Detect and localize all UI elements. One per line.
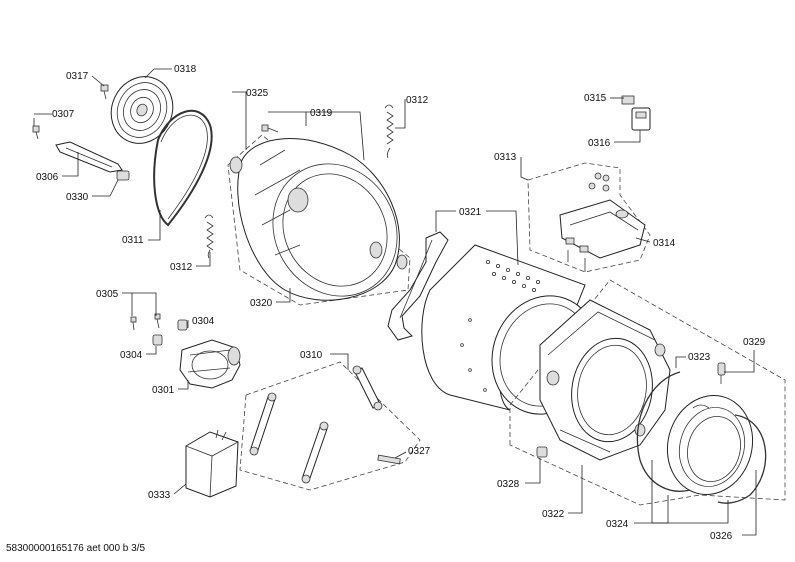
label-0316: 0316 bbox=[588, 138, 611, 149]
screw-part[interactable] bbox=[130, 313, 161, 331]
label-0304a: 0304 bbox=[192, 316, 215, 327]
label-0306: 0306 bbox=[36, 172, 59, 183]
label-0322: 0322 bbox=[542, 509, 565, 520]
label-0314: 0314 bbox=[653, 238, 676, 249]
label-0328: 0328 bbox=[497, 479, 520, 490]
sensor-part[interactable] bbox=[621, 95, 651, 136]
document-id-footer: 58300000165176 aet 000 b 3/5 bbox=[6, 543, 146, 554]
leader-lines bbox=[33, 68, 757, 536]
front-tub-part[interactable] bbox=[509, 279, 786, 506]
drum-cross-part[interactable] bbox=[387, 231, 449, 341]
label-0301: 0301 bbox=[152, 385, 175, 396]
label-0327: 0327 bbox=[408, 446, 431, 457]
label-0330: 0330 bbox=[66, 192, 89, 203]
pulley-part[interactable] bbox=[100, 67, 183, 154]
screw-part[interactable] bbox=[32, 125, 40, 140]
label-0324: 0324 bbox=[606, 519, 629, 530]
label-0323: 0323 bbox=[688, 352, 711, 363]
label-0329: 0329 bbox=[743, 337, 766, 348]
bracket-part[interactable] bbox=[55, 141, 130, 181]
label-0304b: 0304 bbox=[120, 350, 143, 361]
label-0313: 0313 bbox=[494, 152, 517, 163]
label-0318: 0318 bbox=[174, 64, 197, 75]
label-0326: 0326 bbox=[710, 531, 733, 542]
label-0312b: 0312 bbox=[170, 262, 193, 273]
grommet-part[interactable] bbox=[152, 319, 188, 346]
fitting-part[interactable] bbox=[536, 446, 548, 458]
label-0317: 0317 bbox=[66, 71, 89, 82]
label-0311: 0311 bbox=[122, 235, 144, 246]
wire-ring-part[interactable] bbox=[636, 371, 691, 492]
label-0319: 0319 bbox=[310, 108, 333, 119]
shock-absorber-part[interactable] bbox=[239, 361, 421, 491]
spring-part[interactable] bbox=[204, 214, 214, 259]
label-0307: 0307 bbox=[52, 109, 75, 120]
label-0305: 0305 bbox=[96, 289, 119, 300]
clamp-screw-part[interactable] bbox=[717, 362, 726, 384]
label-0312a: 0312 bbox=[406, 95, 429, 106]
box-part[interactable] bbox=[185, 429, 239, 498]
label-0315: 0315 bbox=[584, 93, 607, 104]
part-labels: 0317 0318 0307 0306 0330 0311 0325 0319 … bbox=[36, 64, 766, 542]
label-0333: 0333 bbox=[148, 490, 171, 501]
screw-part[interactable] bbox=[100, 84, 109, 100]
spring-part[interactable] bbox=[384, 104, 394, 159]
door-gasket-part[interactable] bbox=[656, 386, 763, 504]
belt-part[interactable] bbox=[153, 109, 213, 227]
motor-part[interactable] bbox=[179, 339, 241, 389]
label-0325: 0325 bbox=[246, 88, 269, 99]
label-0310: 0310 bbox=[300, 350, 323, 361]
cover-part[interactable] bbox=[527, 162, 651, 273]
label-0321: 0321 bbox=[459, 207, 482, 218]
rear-tub-part[interactable] bbox=[227, 124, 421, 319]
clamp-ring-part[interactable] bbox=[717, 414, 767, 504]
label-0320: 0320 bbox=[250, 298, 273, 309]
